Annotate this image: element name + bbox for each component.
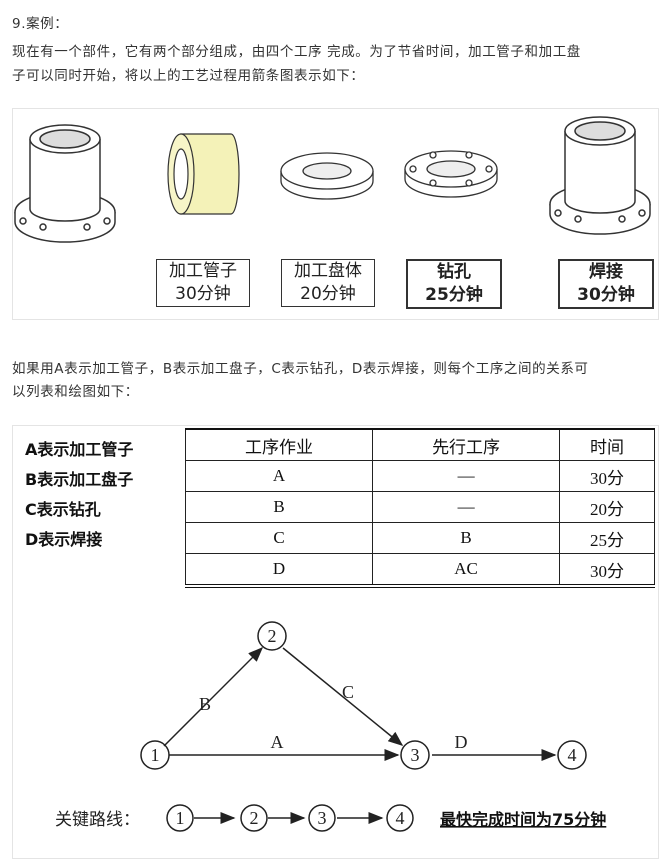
node xyxy=(257,621,287,651)
step-name: 加工盘体 xyxy=(294,261,362,281)
path-node-label: 4 xyxy=(396,808,405,828)
legend-item: B表示加工盘子 xyxy=(25,470,134,489)
cell: — xyxy=(372,491,561,523)
path-node xyxy=(386,804,414,832)
node-label: 1 xyxy=(151,745,160,765)
step-name: 焊接 xyxy=(589,262,623,282)
process-figure: 加工管子 30分钟 加工盘体 20分钟 钻孔 25分钟 焊接 30分钟 xyxy=(12,108,659,320)
node xyxy=(557,740,587,770)
tube-with-flange-icon xyxy=(14,124,116,243)
step-name: 钻孔 xyxy=(437,262,471,282)
path-node-label: 3 xyxy=(318,808,327,828)
path-node-label: 2 xyxy=(250,808,259,828)
cell: 20分 xyxy=(559,491,655,523)
path-node xyxy=(308,804,336,832)
cell: 25分 xyxy=(559,522,655,554)
intro-line-1: 现在有一个部件，它有两个部分组成，由四个工序 完成。为了节省时间，加工管子和加工… xyxy=(12,44,581,60)
cell: 30分 xyxy=(559,460,655,492)
node-label: 2 xyxy=(268,626,277,646)
node-label: 4 xyxy=(568,745,577,765)
legend-item: D表示焊接 xyxy=(25,530,103,549)
legend-item: A表示加工管子 xyxy=(25,440,134,459)
step-label: 加工管子 30分钟 xyxy=(156,259,250,307)
step-label: 钻孔 25分钟 xyxy=(406,259,502,309)
critical-path-result: 最快完成时间为75分钟 xyxy=(440,810,606,829)
cell: — xyxy=(372,460,561,492)
node xyxy=(400,740,430,770)
header-cell: 先行工序 xyxy=(372,428,561,461)
intro-line-2: 子可以同时开始，将以上的工艺过程用箭条图表示如下： xyxy=(12,68,365,84)
edge-c xyxy=(282,647,404,746)
table-row: A—30分 xyxy=(184,460,655,492)
edge-label: B xyxy=(199,694,211,714)
cell: C xyxy=(184,522,374,554)
path-node xyxy=(240,804,268,832)
disk-icon xyxy=(280,152,374,200)
header-cell: 时间 xyxy=(559,428,655,461)
edge-label: D xyxy=(455,732,468,752)
edge-label: C xyxy=(342,682,354,702)
step-label: 焊接 30分钟 xyxy=(558,259,654,309)
step-time: 30分钟 xyxy=(577,285,635,305)
section-heading: 9.案例： xyxy=(12,16,69,32)
node-label: 3 xyxy=(411,745,420,765)
welded-part-icon xyxy=(549,116,651,235)
table-header-row: 工序作业先行工序时间 xyxy=(184,428,655,461)
step-time: 30分钟 xyxy=(175,284,231,304)
cell: AC xyxy=(372,553,561,587)
step-time: 25分钟 xyxy=(425,285,483,305)
cell: A xyxy=(184,460,374,492)
table-row: B—20分 xyxy=(184,491,655,523)
edge-b xyxy=(163,646,264,747)
path-node xyxy=(166,804,194,832)
tube-icon xyxy=(167,133,240,215)
step-label: 加工盘体 20分钟 xyxy=(281,259,375,307)
cell: B xyxy=(184,491,374,523)
critical-path-label: 关键路线： xyxy=(55,810,140,830)
cell: D xyxy=(184,553,374,587)
cell: 30分 xyxy=(559,553,655,587)
cell: B xyxy=(372,522,561,554)
step-time: 20分钟 xyxy=(300,284,356,304)
edge-label: A xyxy=(271,732,284,752)
middle-line-2: 以列表和绘图如下： xyxy=(12,384,139,400)
arrow-network-diagram: 1 2 3 4 B C A D 1 2 3 4 关键路线： 最快完成时间为75分… xyxy=(55,621,606,832)
legend-item: C表示钻孔 xyxy=(25,500,101,519)
node xyxy=(140,740,170,770)
parts-illustration xyxy=(14,116,651,243)
step-name: 加工管子 xyxy=(169,261,237,281)
path-node-label: 1 xyxy=(176,808,185,828)
header-cell: 工序作业 xyxy=(184,428,374,461)
drilled-disk-icon xyxy=(404,150,498,198)
middle-line-1: 如果用A表示加工管子，B表示加工盘子，C表示钻孔，D表示焊接，则每个工序之间的关… xyxy=(12,361,589,377)
